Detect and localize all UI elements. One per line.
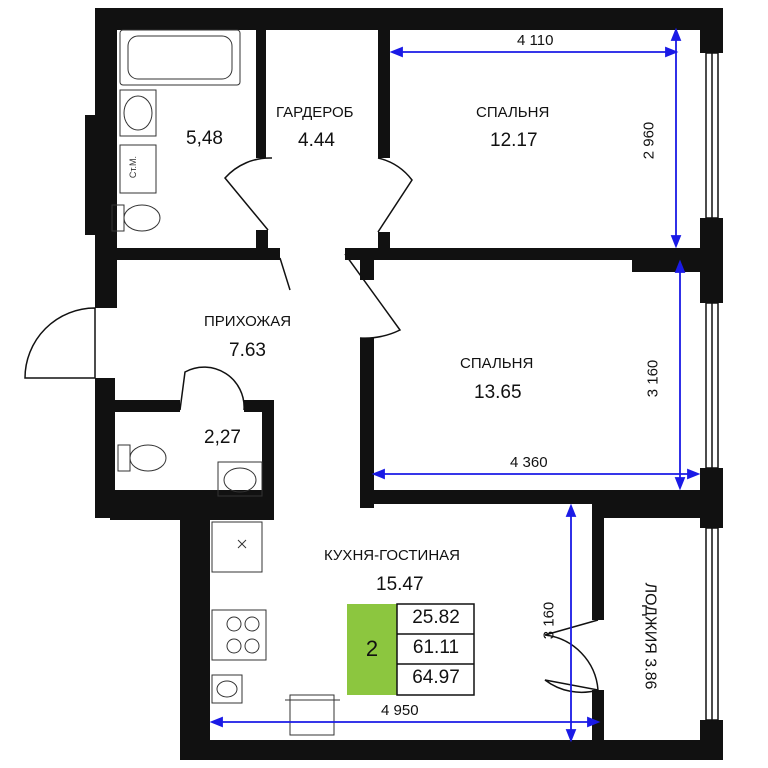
watermark: Домклик bbox=[36, 727, 96, 744]
bedroom2-depth-dim: 3 160 bbox=[644, 359, 662, 398]
kitchen-living-name: КУХНЯ-ГОСТИНАЯ bbox=[324, 547, 460, 564]
bathroom-area: 5,48 bbox=[186, 128, 223, 149]
rooms-count: 2 bbox=[365, 636, 379, 661]
wardrobe-area: 4.44 bbox=[298, 130, 335, 151]
loggia-label: ЛОДЖИЯ 3.86 bbox=[641, 582, 659, 690]
fixtures bbox=[111, 29, 340, 736]
dimension-lines bbox=[209, 27, 701, 743]
total-with-loggia-value: 64.97 bbox=[412, 667, 460, 688]
bedroom2-name: СПАЛЬНЯ bbox=[460, 355, 534, 372]
kitchen-width-dim: 4 950 bbox=[381, 702, 419, 719]
bedroom1-name: СПАЛЬНЯ bbox=[476, 104, 550, 121]
wardrobe-name: ГАРДЕРОБ bbox=[276, 104, 354, 121]
hallway-name: ПРИХОЖАЯ bbox=[204, 313, 292, 330]
bedroom2-area: 13.65 bbox=[474, 382, 522, 403]
total-area-value: 61.11 bbox=[412, 637, 460, 658]
bedroom2-width-dim: 4 360 bbox=[510, 454, 548, 471]
walls bbox=[85, 8, 723, 760]
bedroom1-area: 12.17 bbox=[490, 130, 538, 151]
rooms-count-badge bbox=[347, 604, 397, 695]
kitchen-living-area: 15.47 bbox=[376, 574, 424, 595]
summary-table bbox=[347, 603, 475, 696]
washing-machine-label: Ст.М. bbox=[128, 155, 139, 179]
kitchen-depth-dim: 3 160 bbox=[540, 601, 558, 640]
bedroom1-width-dim: 4 110 bbox=[517, 32, 554, 49]
doors bbox=[24, 157, 599, 694]
bedroom1-depth-dim: 2 960 bbox=[640, 121, 658, 160]
hallway-area: 7.63 bbox=[229, 340, 266, 361]
wc-area: 2,27 bbox=[204, 427, 241, 448]
windows bbox=[705, 52, 719, 721]
living-area-value: 25.82 bbox=[412, 607, 460, 628]
